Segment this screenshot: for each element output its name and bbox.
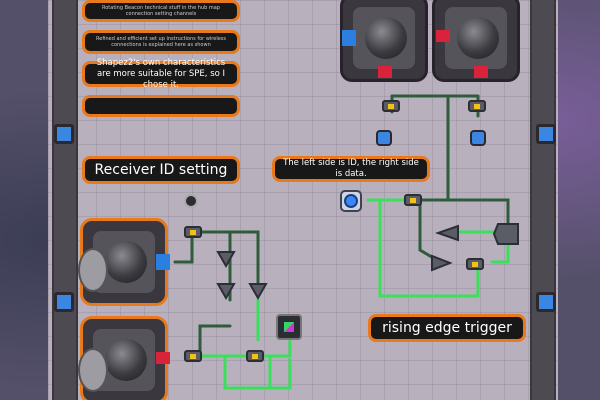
- dome-icon: [105, 339, 147, 381]
- antenna-dish-icon: [78, 348, 108, 392]
- logic-gate[interactable]: [468, 100, 486, 112]
- dome-icon: [105, 241, 147, 283]
- gate-indicator: [388, 104, 394, 109]
- gate-indicator: [474, 104, 480, 109]
- blue-port: [156, 254, 170, 270]
- red-port: [156, 352, 170, 364]
- dome-icon: [365, 17, 407, 59]
- note-top-2[interactable]: Refined and efficient set up instruction…: [82, 30, 240, 54]
- left-rail: [52, 0, 78, 400]
- left-port-indicator: [54, 124, 74, 144]
- note-top-4[interactable]: [82, 95, 240, 117]
- note-text: Rotating Beacon technical stuff in the h…: [102, 5, 220, 17]
- logic-gate[interactable]: [184, 226, 202, 238]
- gate-indicator: [190, 230, 196, 235]
- note-text: Shapez2's own characteristics are more s…: [96, 57, 226, 90]
- note-top-1[interactable]: Rotating Beacon technical stuff in the h…: [82, 0, 240, 22]
- gate-indicator: [472, 262, 478, 267]
- gate-indicator: [190, 354, 196, 359]
- note-receiver-id[interactable]: Receiver ID setting: [82, 156, 240, 184]
- red-port: [474, 66, 488, 78]
- note-text: Refined and efficient set up instruction…: [96, 36, 226, 48]
- right-rail: [530, 0, 556, 400]
- dome-icon: [457, 17, 499, 59]
- logic-gate[interactable]: [404, 194, 422, 206]
- red-port: [436, 30, 450, 42]
- right-port-indicator: [536, 124, 556, 144]
- red-port: [378, 66, 392, 78]
- signal-emitter-icon[interactable]: [376, 130, 392, 146]
- gate-indicator: [252, 354, 258, 359]
- logic-gate[interactable]: [382, 100, 400, 112]
- note-text: rising edge trigger: [382, 320, 512, 336]
- gate-indicator: [410, 198, 416, 203]
- note-rising-edge[interactable]: rising edge trigger: [368, 314, 526, 342]
- gear-icon[interactable]: [184, 194, 198, 208]
- right-port-indicator: [536, 292, 556, 312]
- note-top-3[interactable]: Shapez2's own characteristics are more s…: [82, 58, 240, 90]
- note-text: The left side is ID, the right side is d…: [283, 158, 419, 179]
- blue-port: [342, 30, 356, 46]
- note-text: Receiver ID setting: [94, 162, 228, 178]
- signal-emitter-icon[interactable]: [470, 130, 486, 146]
- antenna-dish-icon: [78, 248, 108, 292]
- logic-gate[interactable]: [184, 350, 202, 362]
- left-port-indicator: [54, 292, 74, 312]
- button-dot: [344, 194, 358, 208]
- logic-gate[interactable]: [466, 258, 484, 270]
- note-left-right[interactable]: The left side is ID, the right side is d…: [272, 156, 430, 182]
- logic-gate[interactable]: [246, 350, 264, 362]
- signal-display-icon[interactable]: [276, 314, 302, 340]
- round-button-icon[interactable]: [340, 190, 362, 212]
- signal-shape: [284, 322, 294, 332]
